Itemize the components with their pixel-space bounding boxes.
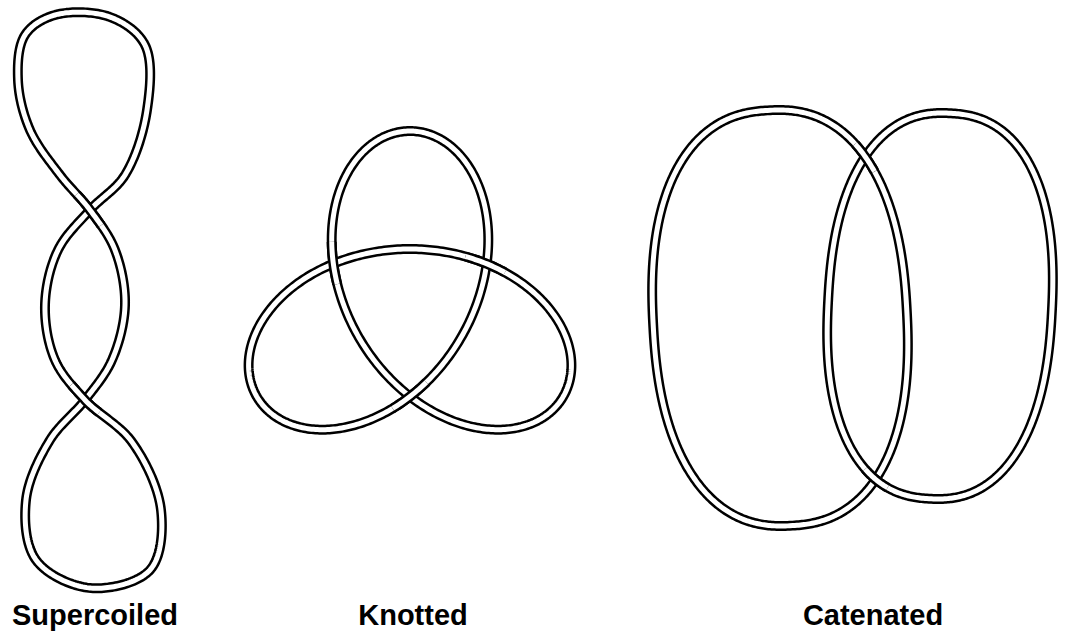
supercoil-strand-crossing-outline xyxy=(71,385,99,413)
knot-strand-crossing-core xyxy=(332,242,338,284)
figure-label-box: Supercoiled xyxy=(12,598,178,633)
figure-label: Catenated xyxy=(803,599,943,631)
supercoil-strand-crossing-core xyxy=(71,385,99,413)
figure-label: Knotted xyxy=(358,599,468,631)
right-ring-crossing-outline xyxy=(865,469,887,488)
knot-strand-crossing-outline xyxy=(393,382,427,408)
right-ring-outline xyxy=(827,113,1053,499)
left-ring-crossing-core xyxy=(855,144,874,172)
catenated-dna xyxy=(652,110,1053,526)
figure-label: Supercoiled xyxy=(12,599,178,631)
knot-strand-crossing-core xyxy=(465,256,505,272)
right-ring-crossing-core xyxy=(865,469,887,488)
right-ring-core xyxy=(827,113,1053,499)
supercoil-strand-crossing-outline xyxy=(77,194,101,225)
supercoil-strand-core xyxy=(18,12,162,588)
knot-strand-core xyxy=(249,131,572,430)
supercoil-strand-outline xyxy=(18,12,162,588)
left-ring-outline xyxy=(652,110,908,526)
knotted-dna xyxy=(249,131,572,430)
left-ring-crossing-outline xyxy=(855,144,874,172)
left-ring-core xyxy=(652,110,908,526)
knot-strand-crossing-outline xyxy=(465,256,505,272)
knot-strand-outline xyxy=(249,131,572,430)
knot-strand-crossing-core xyxy=(393,382,427,408)
figure-label-box: Catenated xyxy=(803,598,943,633)
supercoiled-dna xyxy=(18,12,162,588)
supercoil-strand-crossing-core xyxy=(77,194,101,225)
figure-label-box: Knotted xyxy=(358,598,468,633)
knot-strand-crossing-outline xyxy=(332,242,338,284)
